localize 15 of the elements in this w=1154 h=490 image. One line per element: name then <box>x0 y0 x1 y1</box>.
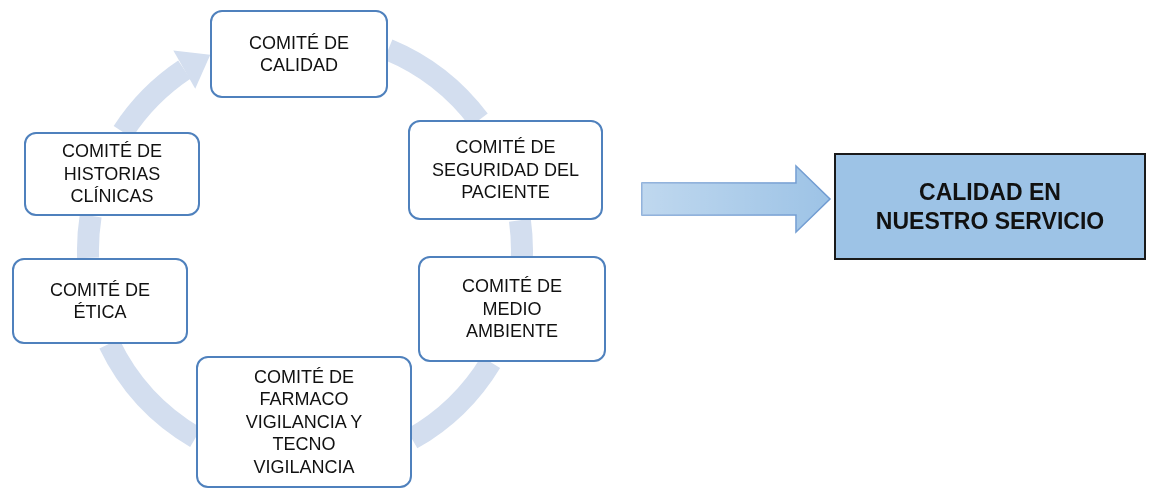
block-arrow <box>641 164 832 234</box>
box-label: COMITÉ DE SEGURIDAD DEL PACIENTE <box>430 136 580 204</box>
box-label: CALIDAD EN NUESTRO SERVICIO <box>874 177 1106 236</box>
committee-box <box>408 120 603 220</box>
committee-box <box>196 356 412 488</box>
box-label: COMITÉ DE MEDIO AMBIENTE <box>461 275 563 343</box>
committee-box <box>210 10 388 98</box>
box-label: COMITÉ DE CALIDAD <box>248 31 350 77</box>
committee-box <box>418 256 606 362</box>
committee-box <box>12 258 188 344</box>
box-label: COMITÉ DE FARMACO VIGILANCIA Y TECNO VIGILANCIA <box>244 365 364 479</box>
committee-box <box>24 132 200 216</box>
box-label: COMITÉ DE ÉTICA <box>49 278 151 324</box>
result-box <box>834 153 1146 260</box>
box-label: COMITÉ DE HISTORIAS CLÍNICAS <box>61 140 163 208</box>
